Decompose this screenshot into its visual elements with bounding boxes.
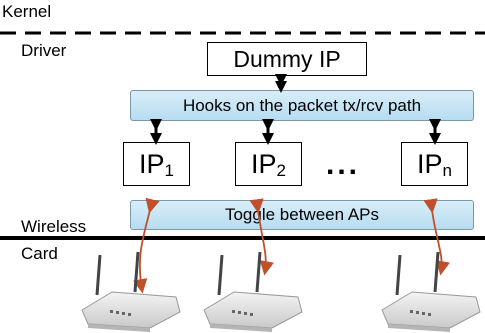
ip-2-base: IP bbox=[251, 148, 277, 179]
access-point-icon bbox=[203, 251, 303, 332]
hooks-bar-label: Hooks on the packet tx/rcv path bbox=[182, 95, 422, 115]
link-ap-1 bbox=[133, 197, 160, 294]
ip-1-subscript: 1 bbox=[164, 160, 174, 180]
driver-label: Driver bbox=[21, 41, 67, 60]
wireless-label: Wireless bbox=[21, 217, 87, 236]
hooks-bar: Hooks on the packet tx/rcv path bbox=[130, 90, 474, 121]
access-point-icon bbox=[81, 251, 181, 332]
access-point-icon bbox=[381, 251, 481, 332]
card-label: Card bbox=[21, 244, 58, 263]
dummy-ip-label: Dummy IP bbox=[233, 45, 341, 72]
link-ap-2 bbox=[249, 198, 274, 276]
ip-n-base: IP bbox=[417, 148, 443, 179]
ip-n-subscript: n bbox=[442, 160, 452, 180]
link-ap-3 bbox=[423, 198, 450, 276]
ip-2-subscript: 2 bbox=[276, 160, 286, 180]
dummy-ip-box: Dummy IP bbox=[207, 42, 367, 76]
kernel-label: Kernel bbox=[2, 2, 52, 21]
ip-1-base: IP bbox=[139, 148, 165, 179]
ellipsis: ... bbox=[326, 148, 361, 181]
